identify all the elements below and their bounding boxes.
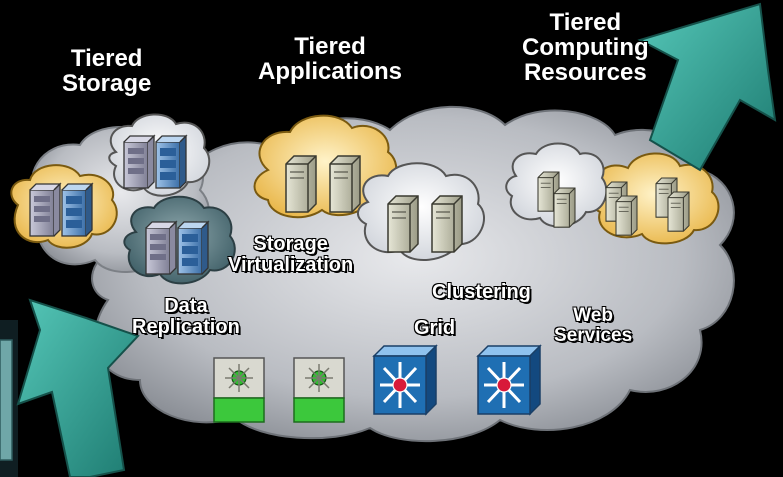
- label-line: Tiered: [294, 33, 366, 60]
- label-line: Applications: [258, 58, 403, 86]
- network-switch-icon: [476, 344, 542, 416]
- left-panel: [0, 339, 13, 461]
- label-line: Tiered: [70, 45, 143, 72]
- server-icon: [285, 155, 317, 213]
- server-icon: [387, 195, 419, 253]
- label-storage-virtualization: Storage Virtualization: [228, 234, 353, 276]
- arrow-icon: [16, 298, 140, 477]
- label-data-replication: Data Replication: [132, 296, 240, 338]
- label-line: Computing: [522, 34, 649, 62]
- label-line: Storage: [253, 233, 328, 255]
- network-switch-icon: [372, 344, 438, 416]
- label-line: Virtualization: [228, 254, 354, 276]
- server-icon: [329, 155, 361, 213]
- label-line: Storage: [62, 70, 152, 98]
- label-clustering: Clustering: [432, 281, 531, 303]
- label-line: Services: [554, 324, 633, 346]
- label-grid: Grid: [414, 317, 456, 339]
- label-web-services: Web Services: [554, 306, 632, 346]
- arrow-icon: [637, 2, 777, 172]
- router-icon: [293, 357, 345, 423]
- router-icon: [213, 357, 265, 423]
- label-line: Resources: [523, 59, 647, 87]
- server-icon: [553, 187, 576, 228]
- label-tiered-applications: Tiered Applications: [258, 33, 403, 86]
- label-tiered-storage: Tiered Storage: [62, 45, 152, 98]
- server-icon: [615, 195, 638, 236]
- label-line: Data: [164, 295, 208, 317]
- server-icon: [431, 195, 463, 253]
- label-line: Web: [573, 305, 613, 326]
- label-line: Replication: [132, 316, 240, 338]
- label-tiered-computing: Tiered Computing Resources: [522, 10, 649, 86]
- server-icon: [667, 191, 690, 232]
- label-line: Tiered: [549, 9, 622, 36]
